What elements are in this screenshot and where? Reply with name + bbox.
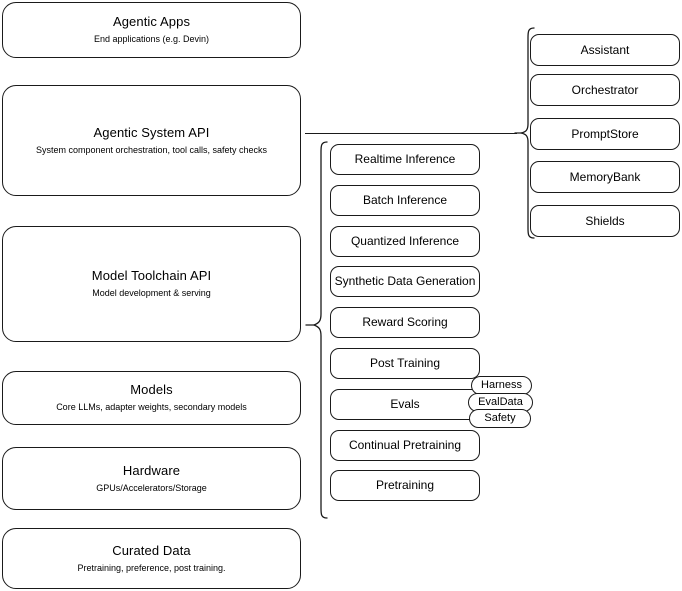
brace-toolchain bbox=[305, 140, 329, 520]
capability-label: Reward Scoring bbox=[362, 315, 448, 329]
layer-box-agentic-system-api[interactable]: Agentic System API System component orch… bbox=[2, 85, 301, 196]
capability-box-quantized-inference[interactable]: Quantized Inference bbox=[330, 226, 480, 257]
component-box-assistant[interactable]: Assistant bbox=[530, 34, 680, 66]
evals-pill-safety[interactable]: Safety bbox=[469, 409, 531, 428]
evals-pill-evaldata[interactable]: EvalData bbox=[468, 393, 533, 412]
component-label: PromptStore bbox=[571, 126, 639, 141]
layer-box-agentic-apps[interactable]: Agentic Apps End applications (e.g. Devi… bbox=[2, 2, 301, 58]
layer-title: Curated Data bbox=[112, 542, 191, 558]
capability-box-continual-pretraining[interactable]: Continual Pretraining bbox=[330, 430, 480, 461]
component-box-shields[interactable]: Shields bbox=[530, 205, 680, 237]
capability-label: Continual Pretraining bbox=[348, 438, 462, 452]
capability-box-post-training[interactable]: Post Training bbox=[330, 348, 480, 379]
layer-subtitle: System component orchestration, tool cal… bbox=[35, 144, 268, 155]
layer-title: Models bbox=[130, 382, 173, 397]
component-label: Assistant bbox=[580, 42, 630, 57]
capability-label: Post Training bbox=[369, 356, 441, 370]
capability-box-synthetic-data-generation[interactable]: Synthetic Data Generation bbox=[330, 266, 480, 297]
layer-box-hardware[interactable]: Hardware GPUs/Accelerators/Storage bbox=[2, 447, 301, 510]
capability-box-batch-inference[interactable]: Batch Inference bbox=[330, 185, 480, 216]
evals-pill-label: Safety bbox=[484, 412, 516, 424]
capability-box-evals[interactable]: Evals bbox=[330, 389, 480, 420]
layer-subtitle: Pretraining, preference, post training. bbox=[77, 562, 226, 573]
layer-title: Hardware bbox=[122, 462, 181, 478]
capability-box-reward-scoring[interactable]: Reward Scoring bbox=[330, 307, 480, 338]
layer-box-models[interactable]: Models Core LLMs, adapter weights, secon… bbox=[2, 371, 301, 425]
layer-subtitle: Core LLMs, adapter weights, secondary mo… bbox=[56, 402, 247, 412]
component-box-promptstore[interactable]: PromptStore bbox=[530, 118, 680, 150]
layer-subtitle: End applications (e.g. Devin) bbox=[93, 34, 210, 44]
capability-label: Pretraining bbox=[375, 478, 435, 492]
component-box-memorybank[interactable]: MemoryBank bbox=[530, 161, 680, 193]
connector-line-system-api bbox=[305, 133, 517, 134]
component-label: MemoryBank bbox=[569, 169, 641, 184]
layer-title: Model Toolchain API bbox=[91, 268, 212, 283]
capability-label: Evals bbox=[390, 397, 420, 411]
component-label: Shields bbox=[585, 213, 625, 228]
evals-pill-label: Harness bbox=[481, 379, 522, 391]
capability-box-pretraining[interactable]: Pretraining bbox=[330, 470, 480, 501]
capability-box-realtime-inference[interactable]: Realtime Inference bbox=[330, 144, 480, 175]
capability-label: Batch Inference bbox=[362, 193, 448, 207]
component-box-orchestrator[interactable]: Orchestrator bbox=[530, 74, 680, 106]
capability-label: Quantized Inference bbox=[350, 234, 460, 248]
layer-box-curated-data[interactable]: Curated Data Pretraining, preference, po… bbox=[2, 528, 301, 589]
evals-pill-label: EvalData bbox=[478, 396, 523, 408]
layer-title: Agentic System API bbox=[93, 124, 210, 140]
layer-title: Agentic Apps bbox=[112, 14, 191, 29]
capability-label: Realtime Inference bbox=[354, 152, 456, 166]
layer-subtitle: Model development & serving bbox=[92, 288, 211, 298]
layer-box-model-toolchain-api[interactable]: Model Toolchain API Model development & … bbox=[2, 226, 301, 342]
layer-subtitle: GPUs/Accelerators/Storage bbox=[96, 482, 207, 493]
component-label: Orchestrator bbox=[571, 82, 639, 97]
capability-label: Synthetic Data Generation bbox=[334, 274, 476, 288]
